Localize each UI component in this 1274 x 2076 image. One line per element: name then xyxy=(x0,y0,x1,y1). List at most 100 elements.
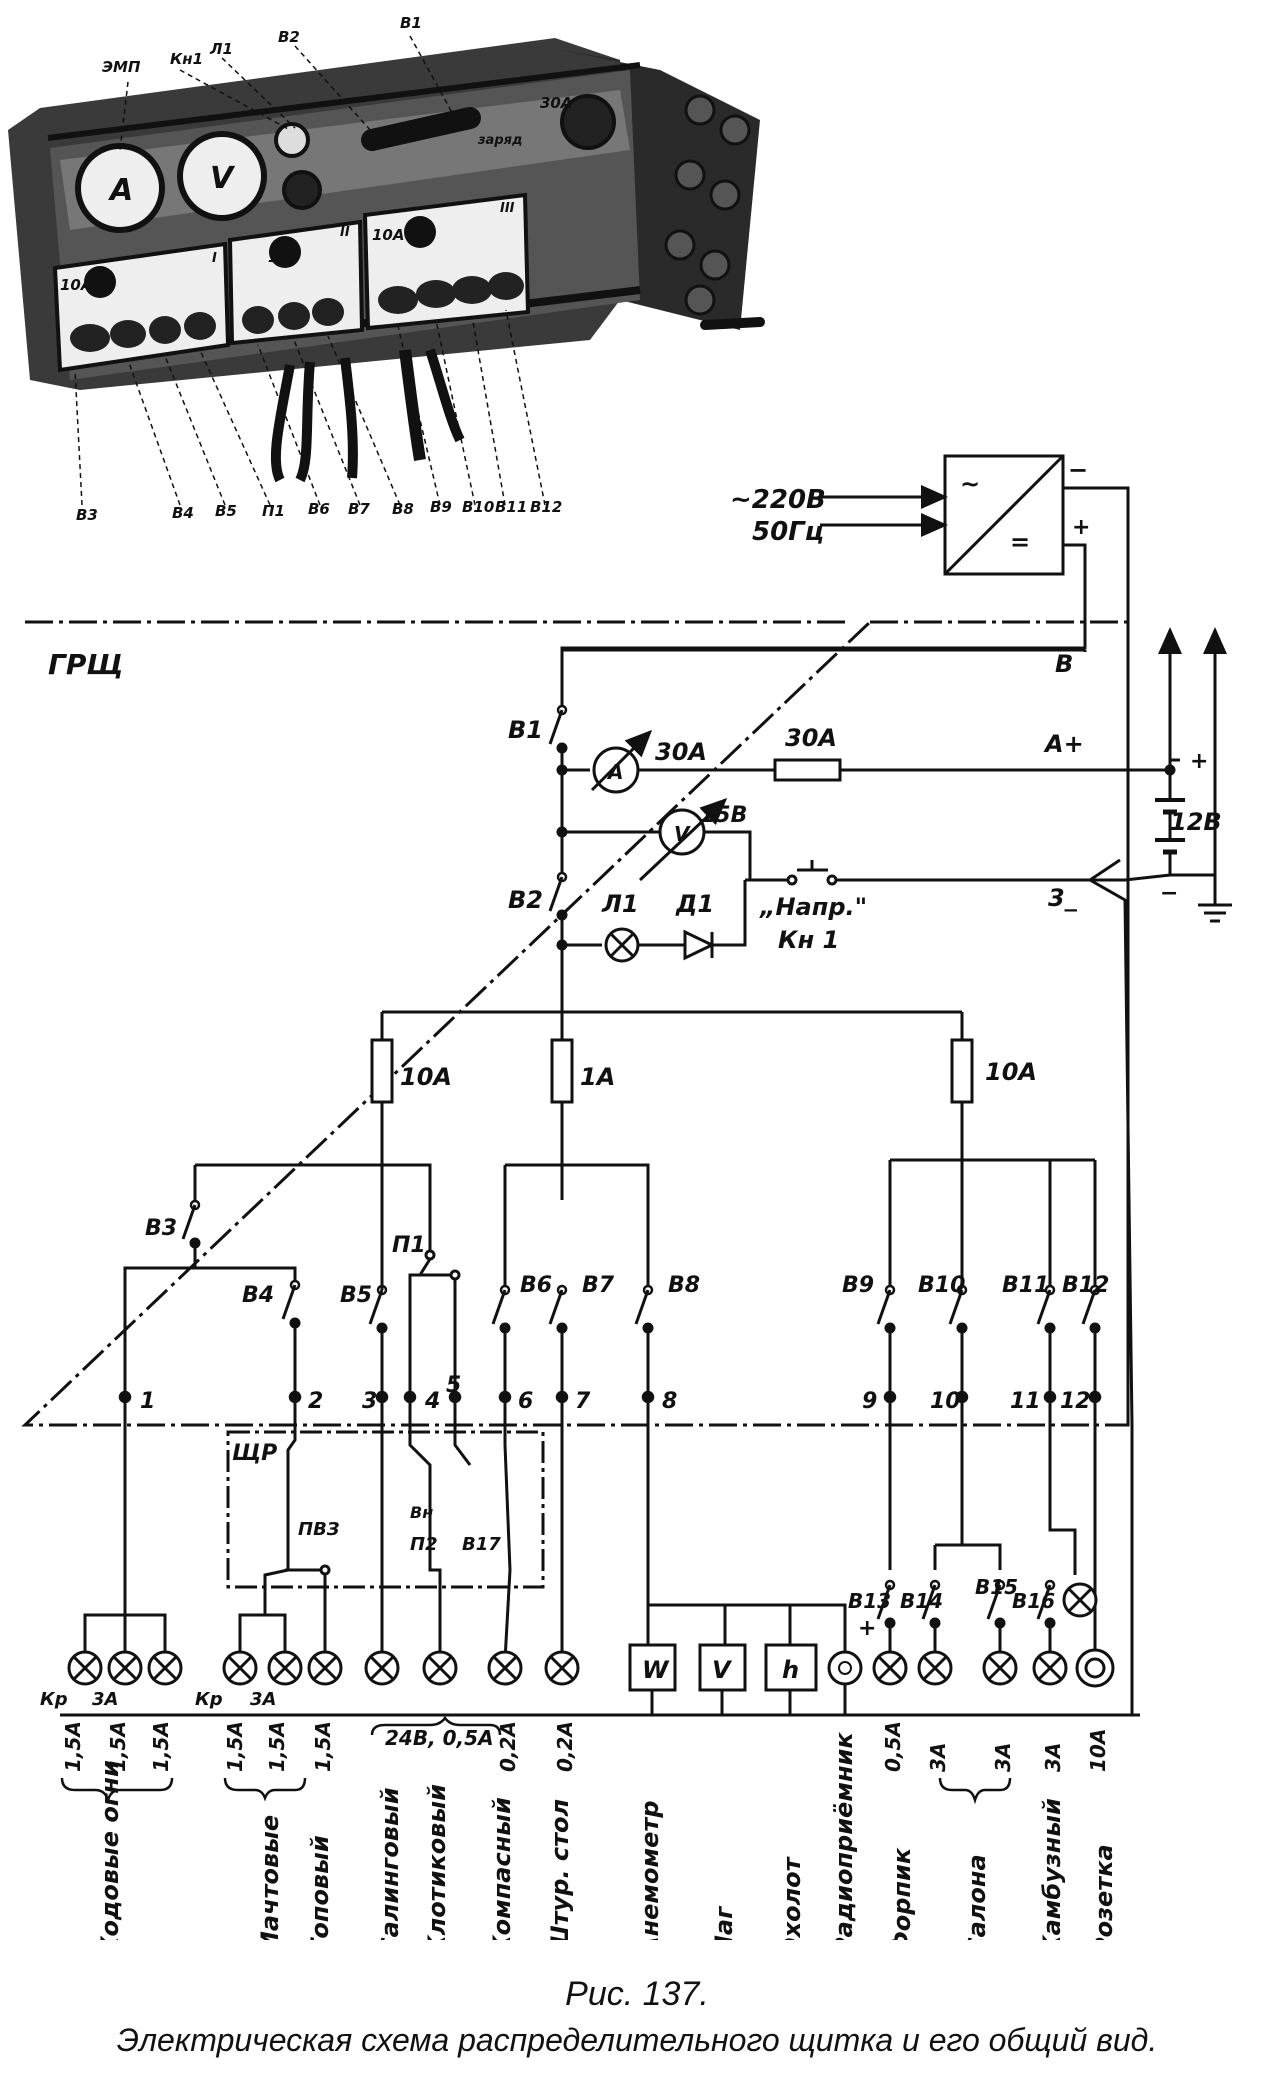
svg-text:Вн: Вн xyxy=(410,1503,433,1522)
svg-text:В12: В12 xyxy=(530,498,562,516)
svg-text:10А: 10А xyxy=(1086,1729,1110,1772)
svg-text:Кр: Кр xyxy=(195,1689,223,1710)
svg-text:V: V xyxy=(712,1656,733,1684)
svg-text:W: W xyxy=(642,1656,670,1684)
svg-text:В2: В2 xyxy=(278,28,300,46)
svg-text:+: + xyxy=(1190,749,1208,774)
svg-text:Салона: Салона xyxy=(963,1854,991,1940)
svg-text:В10: В10 xyxy=(462,498,494,516)
svg-text:В3: В3 xyxy=(145,1216,177,1241)
svg-text:Л1: Л1 xyxy=(209,40,233,58)
svg-text:A: A xyxy=(108,173,133,208)
svg-text:3_: 3_ xyxy=(1048,884,1078,912)
svg-text:3А: 3А xyxy=(1041,1743,1065,1772)
svg-text:0,2А: 0,2А xyxy=(553,1721,577,1772)
svg-text:III: III xyxy=(500,201,515,216)
svg-text:В1: В1 xyxy=(508,716,543,744)
svg-text:ЩР: ЩР xyxy=(232,1441,277,1466)
svg-text:ГРЩ: ГРЩ xyxy=(48,648,123,681)
svg-text:В4: В4 xyxy=(172,504,194,522)
svg-text:Кн1: Кн1 xyxy=(170,50,203,68)
svg-text:1А: 1А xyxy=(580,1063,615,1091)
svg-text:1,5А: 1,5А xyxy=(61,1721,85,1772)
svg-text:Салинговый: Салинговый xyxy=(376,1787,404,1940)
svg-text:10А: 10А xyxy=(372,226,404,244)
svg-text:1,5А: 1,5А xyxy=(149,1721,173,1772)
ratings-column: 1,5А 1,5А 1,5А 1,5А 1,5А 1,5А 24В, 0,5А … xyxy=(61,1721,1110,1772)
svg-text:В3: В3 xyxy=(76,506,98,524)
svg-text:заряд: заряд xyxy=(477,133,522,148)
svg-text:1,5А: 1,5А xyxy=(265,1721,289,1772)
svg-text:Д1: Д1 xyxy=(675,890,714,918)
svg-text:50Гц: 50Гц xyxy=(752,517,824,547)
svg-text:В8: В8 xyxy=(392,500,414,518)
svg-text:30А: 30А xyxy=(540,94,572,112)
svg-text:Анемометр: Анемометр xyxy=(636,1800,664,1940)
svg-text:В17: В17 xyxy=(462,1534,501,1555)
svg-text:А: А xyxy=(606,760,623,784)
fuse-30a xyxy=(773,758,842,782)
svg-text:2: 2 xyxy=(308,1389,323,1414)
svg-text:1,5А: 1,5А xyxy=(223,1721,247,1772)
svg-text:В13: В13 xyxy=(848,1589,891,1613)
svg-text:30А: 30А xyxy=(655,738,707,766)
svg-text:В5: В5 xyxy=(215,502,237,520)
svg-text:=: = xyxy=(1010,528,1030,556)
svg-text:9: 9 xyxy=(862,1389,877,1414)
svg-text:3А: 3А xyxy=(991,1743,1015,1772)
svg-text:Штур. стол: Штур. стол xyxy=(546,1799,574,1940)
svg-text:В15: В15 xyxy=(975,1575,1018,1599)
svg-text:Компасный: Компасный xyxy=(488,1797,516,1940)
svg-text:П2: П2 xyxy=(410,1534,438,1555)
svg-text:Кн 1: Кн 1 xyxy=(778,926,839,954)
svg-text:ЭМП: ЭМП xyxy=(102,58,141,76)
schematic xyxy=(21,454,1232,1717)
svg-text:В6: В6 xyxy=(520,1273,552,1298)
svg-text:8: 8 xyxy=(662,1389,677,1414)
svg-text:1,5А: 1,5А xyxy=(106,1721,130,1772)
electrical-diagram: A V заряд 30А 1А 10А 10А I II III xyxy=(8,14,1232,1940)
svg-text:3А: 3А xyxy=(92,1689,118,1710)
svg-text:ПВЗ: ПВЗ xyxy=(298,1519,340,1540)
svg-text:В4: В4 xyxy=(242,1283,274,1308)
svg-text:Камбузный: Камбузный xyxy=(1038,1798,1066,1940)
figure-number: Рис. 137. xyxy=(565,1975,709,2013)
svg-text:~220В: ~220В xyxy=(730,485,826,515)
svg-text:1,5А: 1,5А xyxy=(311,1721,335,1772)
svg-text:6: 6 xyxy=(518,1389,533,1414)
svg-text:В11: В11 xyxy=(1002,1273,1049,1298)
svg-text:4: 4 xyxy=(424,1389,440,1414)
svg-text:В10: В10 xyxy=(918,1273,965,1298)
svg-text:Эхолот: Эхолот xyxy=(778,1855,806,1940)
svg-text:В11: В11 xyxy=(495,498,527,516)
svg-text:В6: В6 xyxy=(308,500,330,518)
svg-text:В9: В9 xyxy=(430,498,452,516)
svg-text:15В: 15В xyxy=(700,803,747,828)
svg-text:В9: В9 xyxy=(842,1273,874,1298)
svg-text:+: + xyxy=(858,1616,876,1641)
fuse-right xyxy=(950,1038,974,1104)
svg-text:Радиоприёмник: Радиоприёмник xyxy=(830,1732,858,1940)
svg-text:В12: В12 xyxy=(1062,1273,1109,1298)
svg-text:Мачтовые: Мачтовые xyxy=(256,1815,284,1940)
svg-text:10А: 10А xyxy=(985,1058,1037,1086)
svg-text:3А: 3А xyxy=(250,1689,276,1710)
svg-text:В7: В7 xyxy=(582,1273,615,1298)
fuse-left xyxy=(370,1038,394,1104)
shr-frame xyxy=(226,1430,545,1589)
svg-text:В1: В1 xyxy=(400,14,422,32)
ammeter-dial: A xyxy=(75,143,165,233)
svg-text:Топовый: Топовый xyxy=(306,1835,334,1940)
panel-illustration: A V заряд 30А 1А 10А 10А I II III xyxy=(8,14,765,524)
svg-text:24В, 0,5А: 24В, 0,5А xyxy=(385,1726,494,1750)
svg-text:V: V xyxy=(674,822,691,846)
svg-text:В8: В8 xyxy=(668,1273,700,1298)
svg-text:7: 7 xyxy=(575,1389,591,1414)
svg-text:30А: 30А xyxy=(785,724,837,752)
svg-text:Форпик: Форпик xyxy=(888,1847,916,1940)
voltmeter-dial: V xyxy=(177,131,267,221)
fuse-mid xyxy=(550,1038,574,1104)
svg-text:Розетка: Розетка xyxy=(1090,1844,1118,1940)
svg-text:П1: П1 xyxy=(262,502,285,520)
svg-text:Кр: Кр xyxy=(40,1689,68,1710)
